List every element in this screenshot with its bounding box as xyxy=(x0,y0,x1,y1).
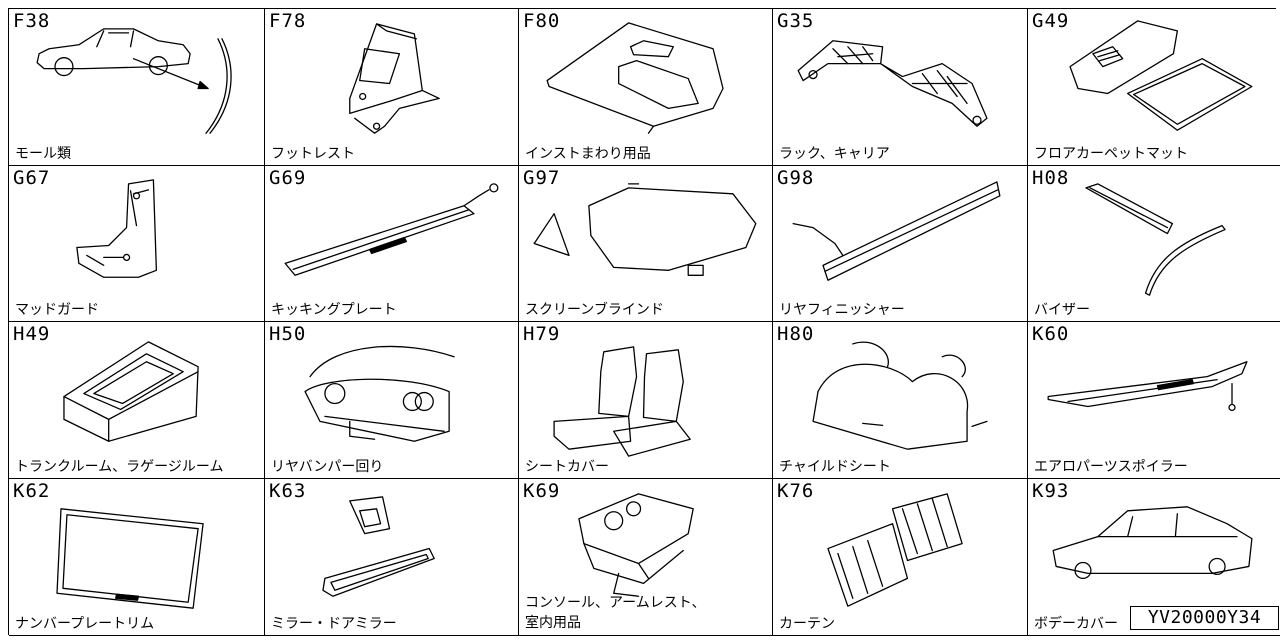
license-plate-rim-icon xyxy=(56,508,204,609)
category-code: K63 xyxy=(269,480,307,502)
category-code: H08 xyxy=(1032,167,1070,189)
category-cell-h79[interactable]: H79 シートカバー xyxy=(519,322,773,479)
category-label: トランクルーム、ラゲージルーム xyxy=(15,459,224,475)
category-label: インストまわり用品 xyxy=(525,146,651,162)
mudguard-icon xyxy=(76,179,158,278)
category-code: F78 xyxy=(269,10,307,32)
category-label: フットレスト xyxy=(271,146,355,162)
category-code: G35 xyxy=(777,10,815,32)
category-label: カーテン xyxy=(779,616,835,632)
spoiler-icon xyxy=(1047,361,1248,412)
category-label: コンソール、アームレスト、 室内用品 xyxy=(525,595,706,631)
category-cell-g67[interactable]: G67 マッドガード xyxy=(9,166,265,322)
seat-cover-icon xyxy=(553,346,691,457)
rear-finisher-icon xyxy=(792,181,1001,281)
category-label: シートカバー xyxy=(525,459,609,475)
category-cell-h08[interactable]: H08 バイザー xyxy=(1028,166,1280,322)
category-label: ラック、キャリア xyxy=(779,146,890,162)
mirror-icon xyxy=(322,496,435,597)
category-code: K60 xyxy=(1032,323,1070,345)
category-cell-g69[interactable]: G69 キッキングプレート xyxy=(265,166,519,322)
parts-category-grid: F38 モール類 F78 フットレスト F80 インストまわり用品 xyxy=(8,8,1280,636)
category-code: G67 xyxy=(13,167,51,189)
kicking-plate-icon xyxy=(284,183,499,276)
category-cell-g97[interactable]: G97 スクリーンブラインド xyxy=(519,166,773,322)
category-code: G97 xyxy=(523,167,561,189)
category-label: エアロパーツスポイラー xyxy=(1034,459,1188,475)
category-cell-f78[interactable]: F78 フットレスト xyxy=(265,9,519,166)
child-seat-icon xyxy=(812,341,988,450)
category-cell-k76[interactable]: K76 カーテン xyxy=(773,479,1028,636)
category-label: チャイルドシート xyxy=(779,459,891,475)
category-cell-k63[interactable]: K63 ミラー・ドアミラー xyxy=(265,479,519,636)
category-cell-k93[interactable]: K93 ボデーカバー YV20000Y34 xyxy=(1028,479,1280,636)
category-label: リヤフィニッシャー xyxy=(779,302,905,318)
category-label: バイザー xyxy=(1034,302,1090,318)
dashboard-panel-icon xyxy=(546,22,724,134)
category-cell-g49[interactable]: G49 フロアカーペットマット xyxy=(1028,9,1280,166)
category-code: F38 xyxy=(13,10,51,32)
category-code: H50 xyxy=(269,323,307,345)
category-code: G69 xyxy=(269,167,307,189)
molding-icon xyxy=(36,28,232,134)
footrest-icon xyxy=(349,23,440,134)
catalog-id-box: YV20000Y34 xyxy=(1130,606,1279,630)
category-cell-f38[interactable]: F38 モール類 xyxy=(9,9,265,166)
category-cell-k69[interactable]: K69 コンソール、アームレスト、 室内用品 xyxy=(519,479,773,636)
rear-bumper-icon xyxy=(304,345,455,442)
category-cell-h80[interactable]: H80 チャイルドシート xyxy=(773,322,1028,479)
category-code: G98 xyxy=(777,167,815,189)
category-label: フロアカーペットマット xyxy=(1034,146,1188,162)
category-code: K76 xyxy=(777,480,815,502)
category-label: キッキングプレート xyxy=(271,302,397,318)
visor-icon xyxy=(1085,183,1226,296)
category-cell-h49[interactable]: H49 トランクルーム、ラゲージルーム xyxy=(9,322,265,479)
roof-rack-icon xyxy=(797,40,988,127)
category-code: F80 xyxy=(523,10,561,32)
trunk-tray-icon xyxy=(63,341,199,442)
category-cell-f80[interactable]: F80 インストまわり用品 xyxy=(519,9,773,166)
screen-blind-icon xyxy=(533,183,757,276)
category-label: マッドガード xyxy=(15,302,99,318)
category-cell-k62[interactable]: K62 ナンバープレートリム xyxy=(9,479,265,636)
category-cell-k60[interactable]: K60 エアロパーツスポイラー xyxy=(1028,322,1280,479)
category-code: G49 xyxy=(1032,10,1070,32)
category-cell-g35[interactable]: G35 ラック、キャリア xyxy=(773,9,1028,166)
category-code: K69 xyxy=(523,480,561,502)
category-code: H80 xyxy=(777,323,815,345)
category-code: H79 xyxy=(523,323,561,345)
category-code: K62 xyxy=(13,480,51,502)
category-label: ナンバープレートリム xyxy=(15,616,155,632)
category-cell-h50[interactable]: H50 リヤバンパー回り xyxy=(265,322,519,479)
category-label: ミラー・ドアミラー xyxy=(271,616,397,632)
category-label: リヤバンパー回り xyxy=(271,459,384,475)
category-label: スクリーンブラインド xyxy=(525,302,664,318)
category-code: K93 xyxy=(1032,480,1070,502)
floor-mat-icon xyxy=(1069,20,1253,131)
category-cell-g98[interactable]: G98 リヤフィニッシャー xyxy=(773,166,1028,322)
category-code: H49 xyxy=(13,323,51,345)
curtain-icon xyxy=(827,493,963,607)
category-label: ボデーカバー xyxy=(1034,616,1118,632)
category-label: モール類 xyxy=(15,146,71,162)
